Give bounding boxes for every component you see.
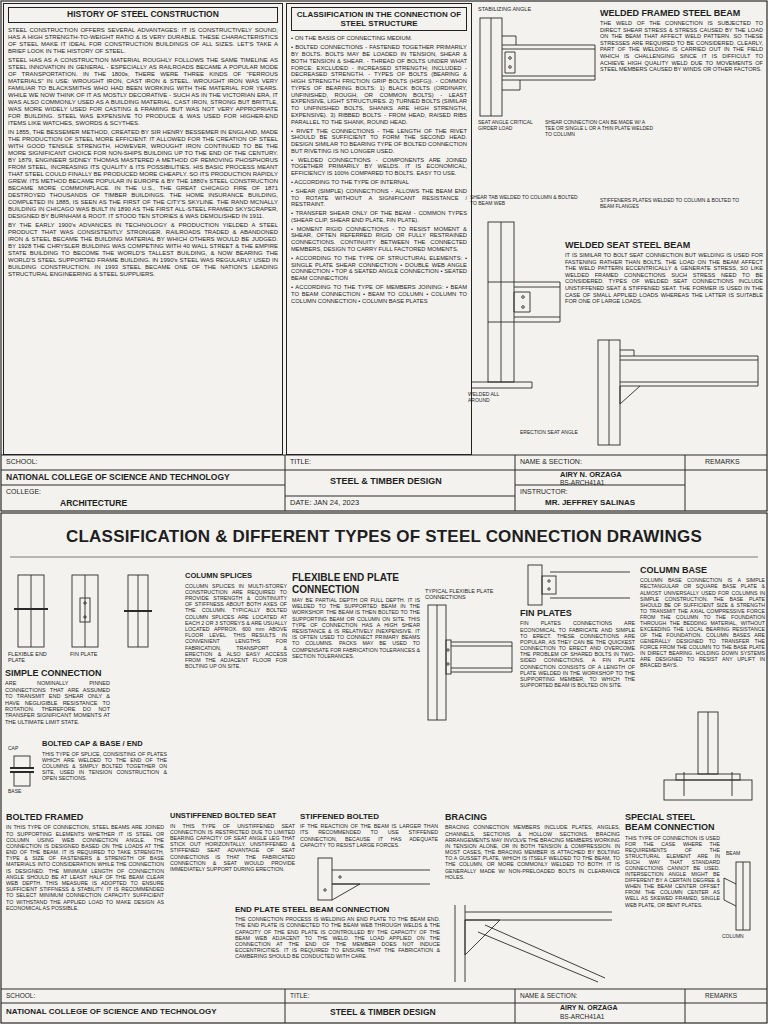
section-heading: WELDED FRAMED STEEL BEAM bbox=[600, 8, 763, 18]
section-heading: END PLATE STEEL BEAM CONNECTION bbox=[235, 905, 440, 914]
section-body: • ACCORDING TO THE TYPE OF MEMBERS JOINI… bbox=[291, 284, 467, 304]
callout-label: TYPICAL FLEXIBLE PLATE CONNECTIONS bbox=[425, 588, 515, 601]
section-heading: SPECIAL STEEL BEAM CONNECTION bbox=[625, 812, 720, 833]
callout-label: ERECTION SEAT ANGLE bbox=[520, 430, 580, 436]
section-body: • BOLTED CONNECTIONS - FASTENED TOGETHER… bbox=[291, 44, 467, 125]
text-panel: WELDED FRAMED STEEL BEAM THE WELD OF THE … bbox=[600, 8, 763, 73]
text-panel: FLEXIBLE END PLATE CONNECTIONMAY BE PART… bbox=[292, 572, 420, 659]
section-heading: FLEXIBLE END PLATE CONNECTION bbox=[292, 572, 420, 595]
callout-label: FIN PLATE bbox=[70, 651, 110, 657]
title-block-text: REMARKS bbox=[705, 458, 765, 466]
title-block-text: TITLE: bbox=[290, 458, 370, 466]
section-body: THE WELD OF THE CONNECTION IS SUBJECTED … bbox=[600, 20, 763, 72]
section-body: BY THE EARLY 1900's ADVANCES IN TECHNOLO… bbox=[8, 222, 278, 278]
callout-label: BASE bbox=[8, 789, 33, 795]
callout-label: COLUMN bbox=[722, 934, 764, 940]
title-block-text: DATE: JAN 24, 2023 bbox=[290, 499, 490, 508]
callout-label: SEAT ANGLE CRITICAL GIRDER LOAD bbox=[478, 120, 538, 132]
title-block-text: SCHOOL: bbox=[6, 458, 86, 466]
section-heading: BOLTED FRAMED bbox=[6, 812, 164, 822]
section-heading: HISTORY OF STEEL CONSTRUCTION bbox=[8, 7, 278, 23]
title-block-text: AIRY N. ORZAGA bbox=[560, 1004, 680, 1012]
title-block-text: SCHOOL: bbox=[6, 992, 66, 999]
text-panel: STIFFENED BOLTED IF THE REACTION OF THE B… bbox=[300, 812, 438, 848]
title-block-text: NAME & SECTION: bbox=[520, 992, 640, 999]
text-panel: END PLATE STEEL BEAM CONNECTION THE CONNE… bbox=[235, 905, 440, 960]
section-body: THIS TYPE OF SPLICE, CONSISTING OF PLATE… bbox=[42, 751, 167, 782]
title-block-text: ARCHITECTURE bbox=[60, 499, 260, 509]
text-panel: WELDED SEAT STEEL BEAM IT IS SIMILAR TO B… bbox=[565, 240, 763, 305]
section-heading: STIFFENED BOLTED bbox=[300, 812, 438, 821]
sheet-title: CLASSIFICATION & DIFFERENT TYPES OF STEE… bbox=[10, 527, 758, 547]
section-body: IF THE REACTION OF THE BEAM IS LARGER TH… bbox=[300, 823, 438, 848]
text-panel: FIN PLATES FIN PLATES CONNECTIONS ARE ECO… bbox=[520, 608, 635, 688]
section-heading: COLUMN SPLICES bbox=[185, 572, 287, 581]
section-body: FIN PLATES CONNECTIONS ARE ECONOMICAL TO… bbox=[520, 620, 635, 688]
title-block-text: MR. JEFFREY SALINAS bbox=[545, 498, 683, 507]
text-panel: BRACING BRACING CONNECTION MEMBERS INCLUD… bbox=[445, 812, 620, 880]
title-block-text: TITLE: bbox=[290, 992, 350, 999]
text-panel: COLUMN SPLICES COLUMN SPLICES IN MULTI-ST… bbox=[185, 572, 287, 669]
callout-label: WELDED ALL AROUND bbox=[468, 392, 518, 404]
text-panel: COLUMN BASE COLUMN BASE CONNECTION IS A S… bbox=[640, 565, 765, 669]
section-body: • SHEAR (SIMPLE) CONNECTIONS - ALLOWS TH… bbox=[291, 188, 467, 208]
section-body: IN THIS TYPE OF CONNECTION, STEEL BEAMS … bbox=[6, 824, 164, 911]
text-panel: BOLTED FRAMED IN THIS TYPE OF CONNECTION,… bbox=[6, 812, 164, 911]
section-body: • WELDED CONNECTIONS - COMPONENTS ARE JO… bbox=[291, 157, 467, 177]
section-heading: WELDED SEAT STEEL BEAM bbox=[565, 240, 763, 250]
title-block-text: INSTRUCTOR: bbox=[520, 488, 640, 496]
title-block-text: STEEL & TIMBER DESIGN bbox=[330, 476, 510, 486]
section-body: • ACCORDING TO THE TYPE OF INTERNAL bbox=[291, 179, 467, 186]
section-body: ARE NOMINALLY PINNED CONNECTIONS THAT AR… bbox=[5, 680, 110, 725]
section-heading: SIMPLE CONNECTION bbox=[5, 668, 110, 678]
section-body: IN THIS TYPE OF UNSTIFFENED SEAT CONNECT… bbox=[170, 823, 295, 873]
section-body: • TRANSFER SHEAR ONLY OF THE BEAM - COMM… bbox=[291, 210, 467, 224]
title-block-text: NAME & SECTION: bbox=[520, 458, 640, 466]
callout-label: STABILIZING ANGLE bbox=[478, 6, 548, 12]
section-heading: FIN PLATES bbox=[520, 608, 635, 618]
title-block-text: BS-ARCH41A1 bbox=[560, 1013, 680, 1020]
title-block-text: BS-ARCH41A1 bbox=[560, 479, 680, 486]
section-heading: COLUMN BASE bbox=[640, 565, 765, 575]
title-block-text: COLLEGE: bbox=[6, 488, 86, 496]
section-body: • MOMENT RIGID CONNECTIONS - TO RESIST M… bbox=[291, 226, 467, 253]
title-block-text: STEEL & TIMBER DESIGN bbox=[330, 1008, 510, 1018]
section-heading: BRACING bbox=[445, 812, 620, 822]
callout-label: STIFFENERS PLATES WELDED TO COLUMN & BOL… bbox=[600, 198, 740, 210]
text-panel: UNSTIFFENED BOLTED SEAT IN THIS TYPE OF U… bbox=[170, 812, 295, 872]
section-body: • ACCORDING TO THE TYPE OF STRUCTURAL EL… bbox=[291, 255, 467, 282]
text-panel: CLASSIFICATION IN THE CONNECTION OF STEE… bbox=[286, 3, 472, 455]
section-body: BRACING CONNECTION MEMBERS INCLUDE PLATE… bbox=[445, 824, 620, 880]
section-body: MAY BE PARTIAL DEPTH OR FULL DEPTH. IT I… bbox=[292, 597, 420, 659]
section-body: THIS TYPE OF CONNECTION IS USED FOR THE … bbox=[625, 835, 720, 908]
section-body: COLUMN BASE CONNECTION IS A SIMPLE RECTA… bbox=[640, 577, 765, 668]
callout-label: FLEXIBLE END PLATE bbox=[8, 651, 63, 664]
section-body: THE CONNECTION PROCESS IS WELDING AN END… bbox=[235, 916, 440, 959]
section-body: IN 1855, THE BESSEMER METHOD, CREATED BY… bbox=[8, 129, 278, 220]
text-panel: BOLTED CAP & BASE / END THIS TYPE OF SPLI… bbox=[42, 740, 167, 782]
title-block-text: REMARKS bbox=[705, 992, 765, 999]
section-body: IT IS SIMILAR TO BOLT SEAT CONNECTION BU… bbox=[565, 252, 763, 304]
callout-label: CAP bbox=[8, 746, 33, 752]
section-body: • ON THE BASIS OF CONNECTING MEDIUM. bbox=[291, 35, 467, 42]
section-body: COLUMN SPLICES IN MULTI-STOREY CONSTRUCT… bbox=[185, 583, 287, 670]
text-panel: SPECIAL STEEL BEAM CONNECTIONTHIS TYPE O… bbox=[625, 812, 720, 908]
title-block-text: NATIONAL COLLEGE OF SCIENCE AND TECHNOLO… bbox=[6, 1007, 282, 1016]
callout-label: BEAM bbox=[726, 851, 762, 857]
section-heading: CLASSIFICATION IN THE CONNECTION OF STEE… bbox=[291, 7, 467, 31]
title-block-text: NATIONAL COLLEGE OF SCIENCE AND TECHNOLO… bbox=[6, 473, 282, 483]
section-body: STEEL CONSTRUCTION OFFERS SEVERAL ADVANT… bbox=[8, 27, 278, 55]
section-heading: BOLTED CAP & BASE / END bbox=[42, 740, 167, 749]
section-body: STEEL HAS AS A CONSTRUCTION MATERIAL ROU… bbox=[8, 57, 278, 127]
text-panel: HISTORY OF STEEL CONSTRUCTION STEEL CONST… bbox=[3, 3, 283, 455]
text-panel: SIMPLE CONNECTION ARE NOMINALLY PINNED CO… bbox=[5, 668, 110, 725]
section-body: • RIVET THE CONNECTIONS - THE LENGTH OF … bbox=[291, 128, 467, 155]
title-block-text: AIRY N. ORZAGA bbox=[560, 471, 680, 480]
section-heading: UNSTIFFENED BOLTED SEAT bbox=[170, 812, 295, 821]
callout-label: SHEAR TAB WELDED TO COLUMN & BOLTED TO B… bbox=[470, 195, 582, 207]
callout-label: SHEAR CONNECTION CAN BE MADE W/ A TEE OR… bbox=[545, 120, 655, 137]
